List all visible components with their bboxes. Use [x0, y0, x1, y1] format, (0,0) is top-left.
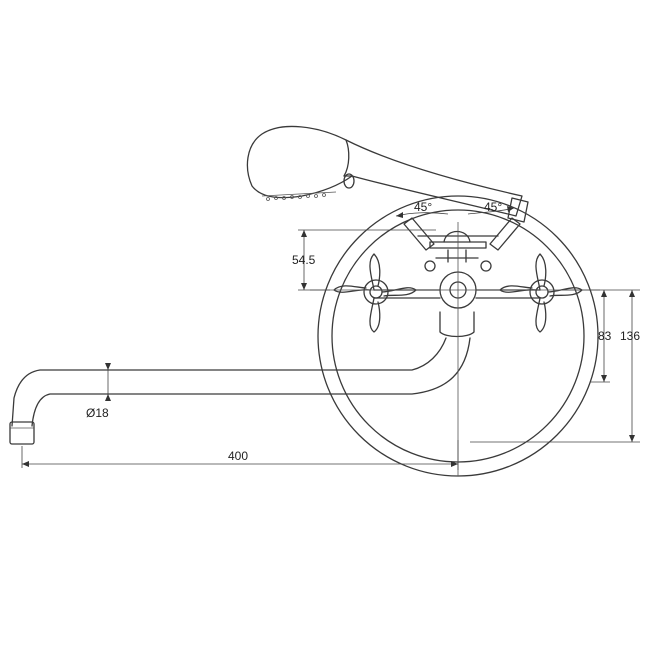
angle-right-label: 45° [484, 200, 502, 214]
shower-nozzle-holes [266, 193, 326, 201]
dimension-136: 136 [470, 290, 640, 443]
mixer-body [373, 217, 541, 338]
length-label: 400 [228, 449, 248, 463]
dimension-54-5: 54.5 [292, 229, 436, 291]
angle-dimension-right: 45° [467, 200, 515, 215]
dimension-diameter: Ø18 [86, 363, 111, 420]
diameter-label: Ø18 [86, 406, 109, 420]
angle-left-label: 45° [414, 200, 432, 214]
height-total-label: 136 [620, 329, 640, 343]
right-cross-handle [499, 253, 583, 333]
dimension-83: 83 [560, 289, 640, 383]
height-small-label: 83 [598, 329, 612, 343]
angle-dimension-left: 45° [395, 200, 449, 218]
spout [9, 337, 471, 445]
shower-head [246, 125, 529, 223]
dimension-400: 400 [21, 440, 459, 470]
centerlines [310, 222, 600, 476]
left-cross-handle [333, 253, 417, 333]
height-mount-label: 54.5 [292, 253, 316, 267]
